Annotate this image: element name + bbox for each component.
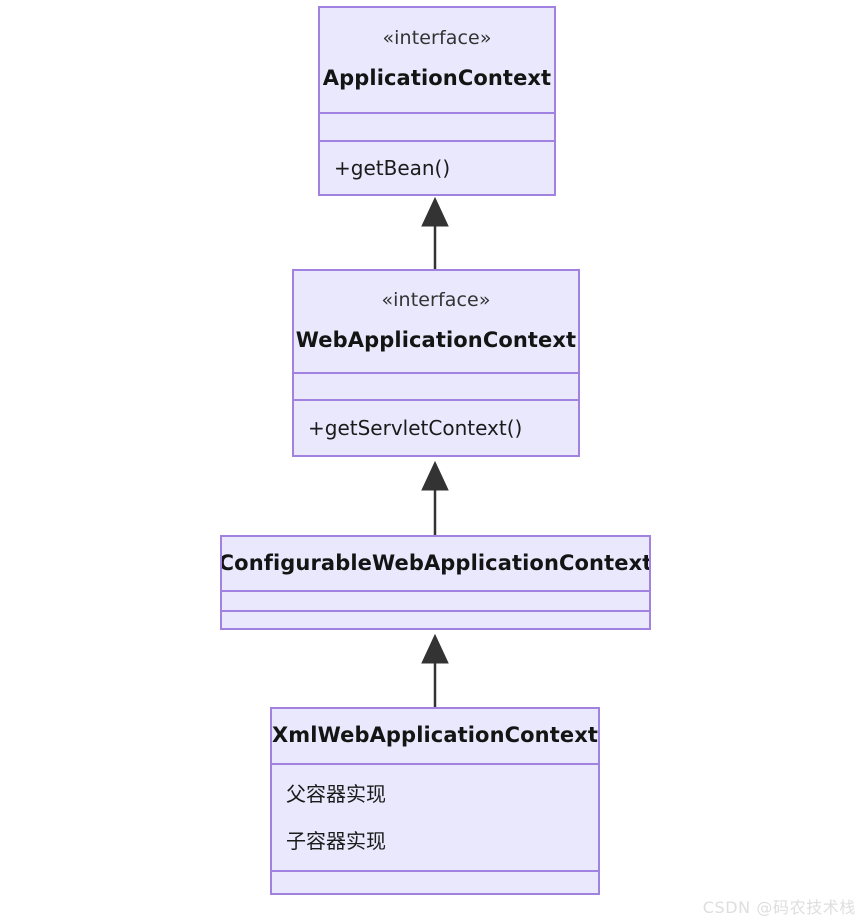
class-operations-application-context: +getBean() bbox=[320, 140, 554, 194]
class-attribute: 父容器实现 bbox=[286, 781, 386, 806]
class-title: ConfigurableWebApplicationContext bbox=[222, 550, 649, 575]
class-attributes-web-application-context bbox=[294, 371, 578, 399]
class-attributes-application-context bbox=[320, 112, 554, 140]
class-header-application-context: «interface» ApplicationContext bbox=[320, 8, 554, 112]
class-title: XmlWebApplicationContext bbox=[272, 723, 598, 748]
class-title: ApplicationContext bbox=[322, 66, 552, 91]
class-box-application-context[interactable]: «interface» ApplicationContext +getBean(… bbox=[318, 6, 556, 196]
class-box-web-application-context[interactable]: «interface» WebApplicationContext +getSe… bbox=[292, 269, 580, 457]
class-header-configurable-web-application-context: ConfigurableWebApplicationContext bbox=[222, 537, 649, 590]
class-operations-web-application-context: +getServletContext() bbox=[294, 399, 578, 455]
generalization-arrow-configurable-to-web bbox=[412, 457, 458, 535]
class-stereotype: «interface» bbox=[381, 288, 491, 311]
class-header-xml-web-application-context: XmlWebApplicationContext bbox=[272, 709, 598, 763]
watermark-text: CSDN @码农技术栈 bbox=[702, 898, 856, 917]
generalization-arrow-web-to-application bbox=[412, 196, 458, 271]
class-header-web-application-context: «interface» WebApplicationContext bbox=[294, 271, 578, 372]
class-operations-xml-web-application-context bbox=[272, 870, 598, 891]
class-box-configurable-web-application-context[interactable]: ConfigurableWebApplicationContext bbox=[220, 535, 651, 630]
class-stereotype: «interface» bbox=[382, 27, 492, 50]
class-attributes-xml-web-application-context: 父容器实现 子容器实现 bbox=[272, 763, 598, 870]
class-attributes-configurable-web-application-context bbox=[222, 590, 649, 610]
generalization-arrow-xml-to-configurable bbox=[412, 630, 458, 707]
class-attribute: 子容器实现 bbox=[286, 828, 386, 853]
class-operation: +getServletContext() bbox=[308, 415, 523, 440]
class-operations-configurable-web-application-context bbox=[222, 610, 649, 628]
class-title: WebApplicationContext bbox=[295, 327, 577, 352]
class-box-xml-web-application-context[interactable]: XmlWebApplicationContext 父容器实现 子容器实现 bbox=[270, 707, 600, 895]
class-operation: +getBean() bbox=[334, 155, 451, 180]
